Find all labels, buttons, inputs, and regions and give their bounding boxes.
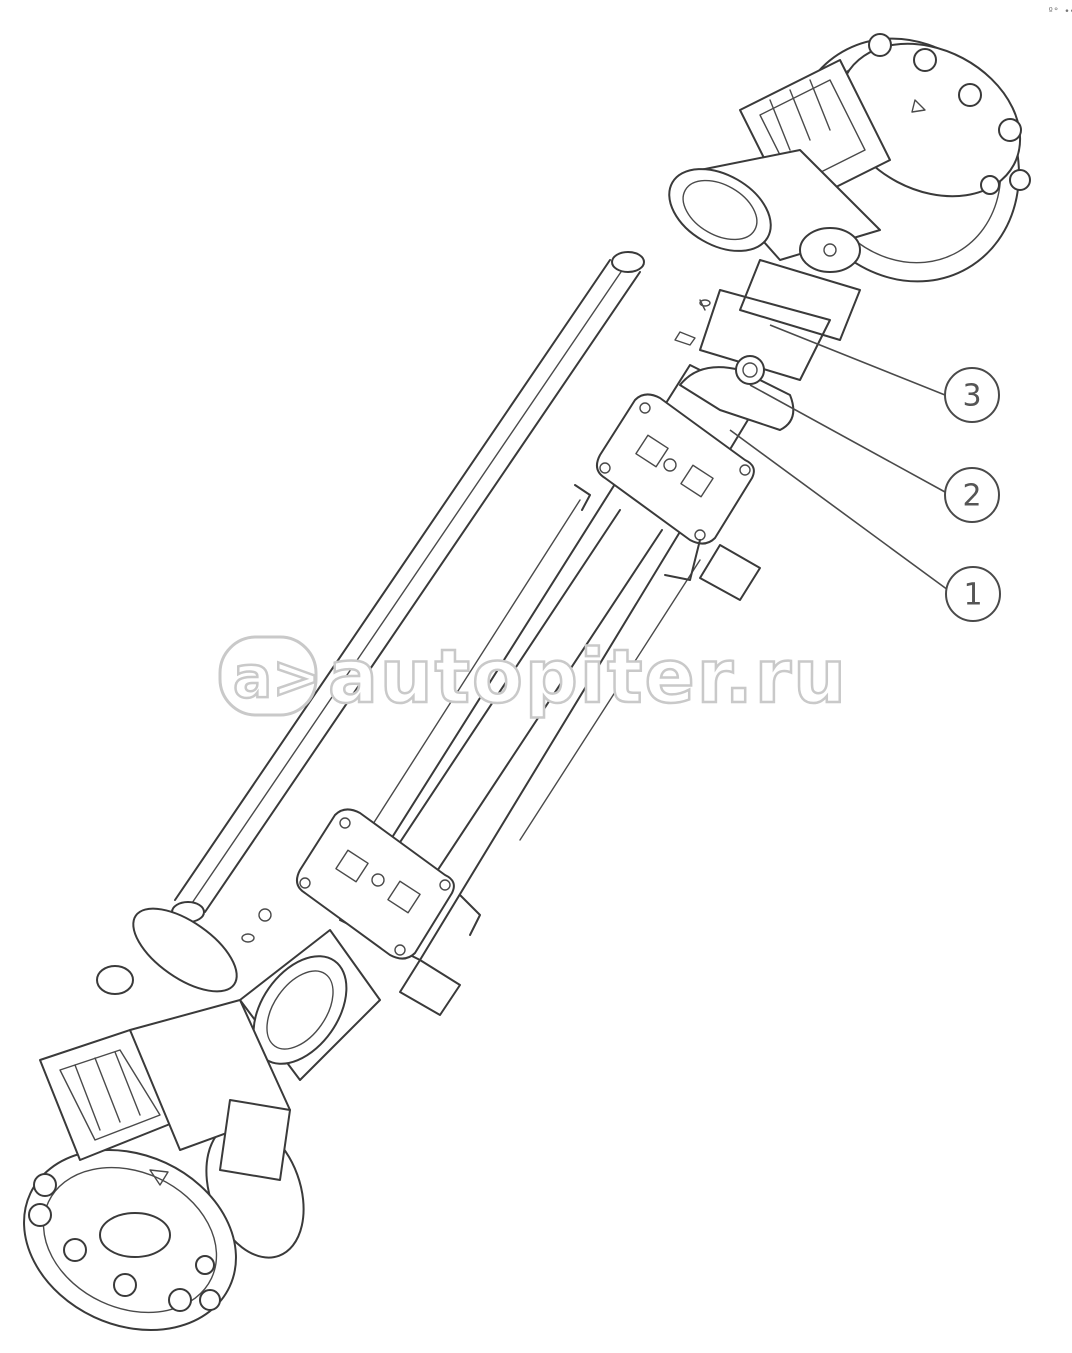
upper-knuckle — [674, 259, 861, 431]
callout-1-label: 1 — [963, 578, 982, 613]
watermark-logo-badge — [218, 635, 318, 717]
lower-hub-brake — [23, 999, 305, 1331]
lower-knuckle — [96, 907, 381, 1081]
watermark-site-text: autopiter.ru — [328, 634, 848, 720]
lower-spring-seat — [295, 808, 481, 1016]
watermark: a> autopiter.ru — [218, 633, 848, 721]
callout-2-label: 2 — [962, 479, 981, 514]
callout-3: 3 — [769, 324, 1000, 423]
callout-3-label: 3 — [962, 379, 981, 414]
callout-1: 1 — [729, 429, 1001, 622]
callout-2: 2 — [749, 384, 1000, 523]
tie-rod — [171, 251, 645, 923]
watermark-logo-text: a> — [233, 643, 321, 711]
upper-hub-brake — [668, 33, 1031, 283]
corner-mark: º° ••• — [1048, 7, 1072, 17]
upper-spring-seat — [574, 393, 761, 601]
